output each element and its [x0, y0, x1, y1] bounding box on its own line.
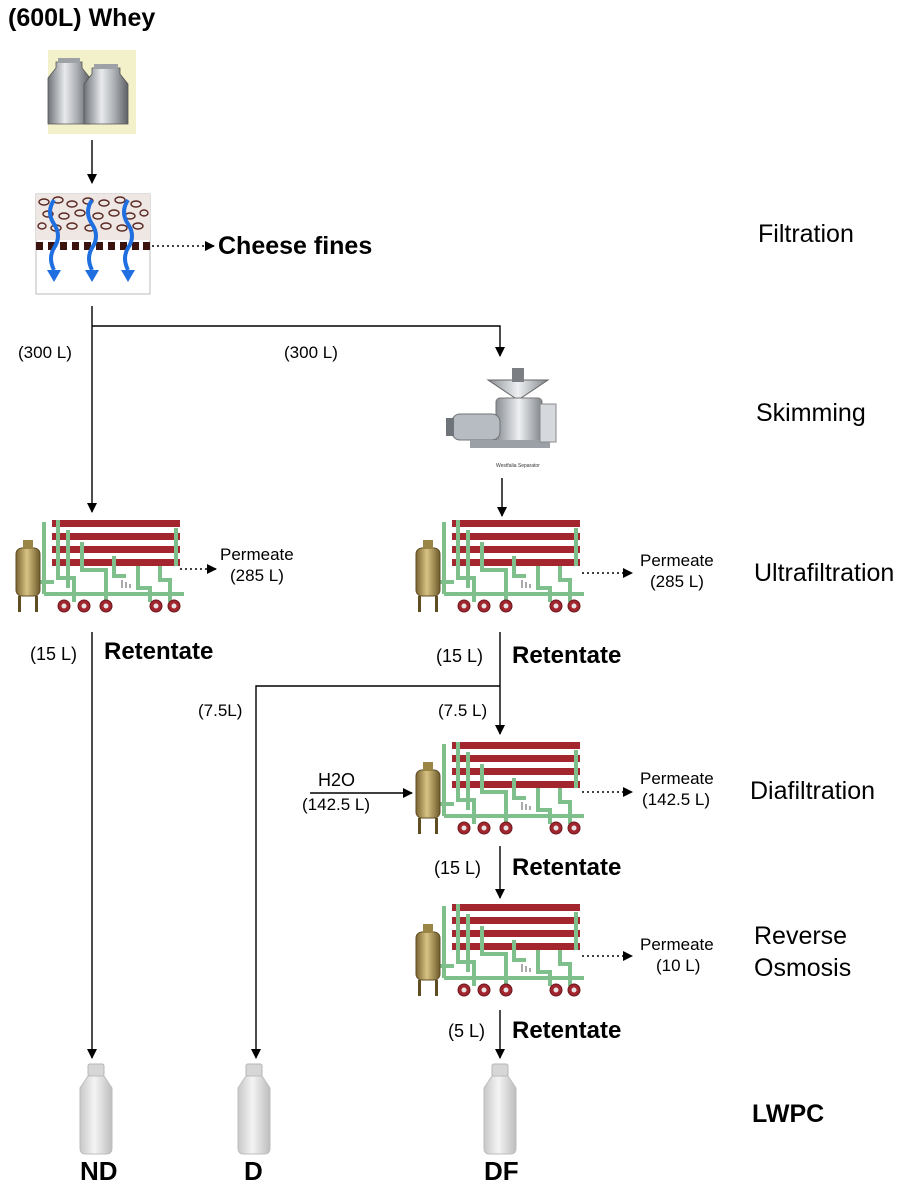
split2-left-volume: (7.5L)	[198, 701, 242, 721]
ro-retentate-volume: (5 L)	[448, 1021, 485, 1042]
diafiltration-retentate-label: Retentate	[512, 854, 621, 882]
bottle-d-image	[238, 1064, 270, 1154]
uf-right-permeate-label: Permeate	[640, 551, 714, 571]
stage-reverse-osmosis-line2: Osmosis	[754, 954, 851, 983]
milk-cans-image	[48, 50, 136, 134]
stage-lwpc: LWPC	[752, 1100, 824, 1129]
product-nd-label: ND	[80, 1156, 118, 1187]
stage-diafiltration: Diafiltration	[750, 777, 875, 806]
product-df-label: DF	[484, 1156, 519, 1187]
ro-permeate-label: Permeate	[640, 935, 714, 955]
reverse-osmosis-unit-image	[416, 904, 584, 996]
stage-ultrafiltration: Ultrafiltration	[754, 559, 894, 588]
uf-left-retentate-label: Retentate	[104, 638, 213, 666]
separator-caption: Westfalia Separator	[496, 463, 540, 469]
diafiltration-permeate-volume: (142.5 L)	[642, 790, 710, 810]
uf-left-retentate-volume: (15 L)	[30, 644, 77, 665]
stage-reverse-osmosis-line1: Reverse	[754, 922, 847, 951]
split-left-volume: (300 L)	[18, 343, 72, 363]
source-label: (600L) Whey	[8, 4, 155, 33]
water-volume: (142.5 L)	[302, 795, 370, 815]
diafiltration-unit-image	[416, 742, 584, 834]
filter-image	[36, 194, 150, 294]
uf-right-retentate-label: Retentate	[512, 642, 621, 670]
uf-right-permeate-volume: (285 L)	[650, 572, 704, 592]
split-right-volume: (300 L)	[284, 343, 338, 363]
stage-skimming: Skimming	[756, 399, 866, 428]
diafiltration-permeate-label: Permeate	[640, 769, 714, 789]
stage-filtration: Filtration	[758, 220, 854, 249]
uf-left-permeate-label: Permeate	[220, 545, 294, 565]
water-label: H2O	[318, 770, 355, 791]
ro-retentate-label: Retentate	[512, 1017, 621, 1045]
bottle-nd-image	[80, 1064, 112, 1154]
uf-left-permeate-volume: (285 L)	[230, 566, 284, 586]
uf-right-unit-image	[416, 520, 584, 612]
cheese-fines-label: Cheese fines	[218, 232, 372, 261]
ro-permeate-volume: (10 L)	[656, 956, 700, 976]
separator-image	[446, 368, 556, 448]
bottle-df-image	[484, 1064, 516, 1154]
uf-right-retentate-volume: (15 L)	[436, 646, 483, 667]
uf-left-unit-image	[16, 520, 184, 612]
split2-right-volume: (7.5 L)	[438, 701, 487, 721]
diafiltration-retentate-volume: (15 L)	[434, 858, 481, 879]
product-d-label: D	[244, 1156, 263, 1187]
